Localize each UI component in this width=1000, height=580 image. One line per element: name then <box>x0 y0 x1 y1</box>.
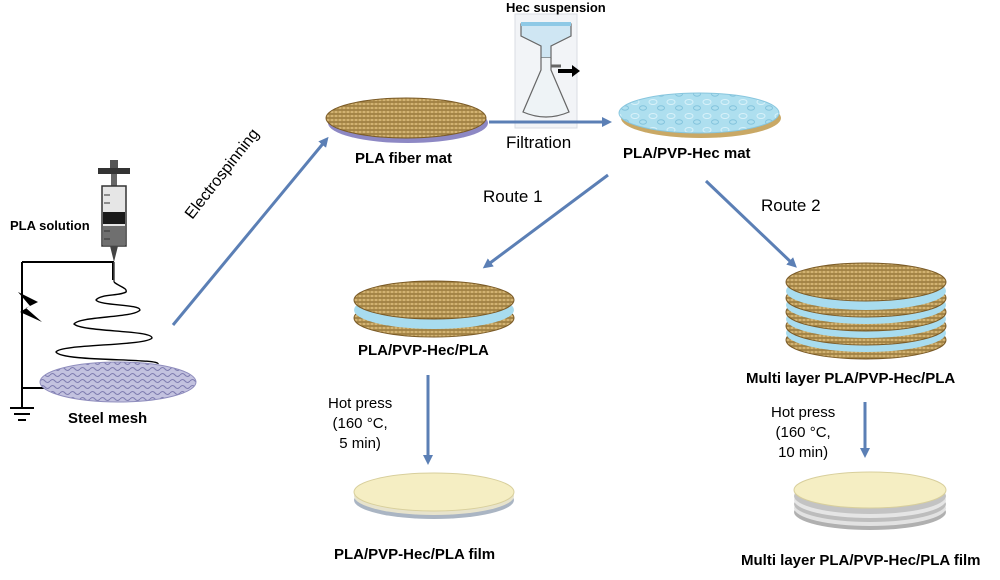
syringe-icon <box>98 160 130 282</box>
circuit-wiring <box>10 261 114 421</box>
film-disc-1 <box>353 472 515 519</box>
multilayer-stack <box>785 262 947 360</box>
arrow-route-2 <box>704 179 797 268</box>
steel-mesh-disc <box>39 361 197 403</box>
film-2-label: Multi layer PLA/PVP-Hec/PLA film <box>741 552 981 569</box>
film-1-label: PLA/PVP-Hec/PLA film <box>334 546 496 563</box>
filtration-label: Filtration <box>506 133 572 152</box>
pla-pvp-hec-mat <box>618 92 781 138</box>
sandwich-stack <box>353 280 515 338</box>
route-1-label: Route 1 <box>483 187 543 206</box>
sandwich-label: PLA/PVP-Hec/PLA <box>358 342 489 359</box>
hot-press-1-label: Hot press (160 °C, 5 min) <box>328 395 393 452</box>
process-arrows <box>171 117 870 465</box>
multilayer-label: Multi layer PLA/PVP-Hec/PLA <box>746 370 956 387</box>
route-2-label: Route 2 <box>761 196 821 215</box>
steel-mesh-label: Steel mesh <box>68 410 148 427</box>
pla-fiber-mat <box>325 97 488 143</box>
hot-press-2-label: Hot press (160 °C, 10 min) <box>771 404 836 461</box>
pla-pvp-hec-mat-label: PLA/PVP-Hec mat <box>623 145 751 162</box>
pla-solution-label: PLA solution <box>10 218 90 233</box>
film-disc-2 <box>793 471 947 530</box>
lightning-icon <box>18 292 42 322</box>
fiber-jet <box>55 281 159 365</box>
arrow-route-1 <box>482 173 609 269</box>
pla-fiber-mat-label: PLA fiber mat <box>355 150 452 167</box>
filtration-apparatus-icon <box>514 13 580 129</box>
hec-suspension-label: Hec suspension <box>506 0 606 15</box>
arrow-electrospinning <box>171 136 329 326</box>
